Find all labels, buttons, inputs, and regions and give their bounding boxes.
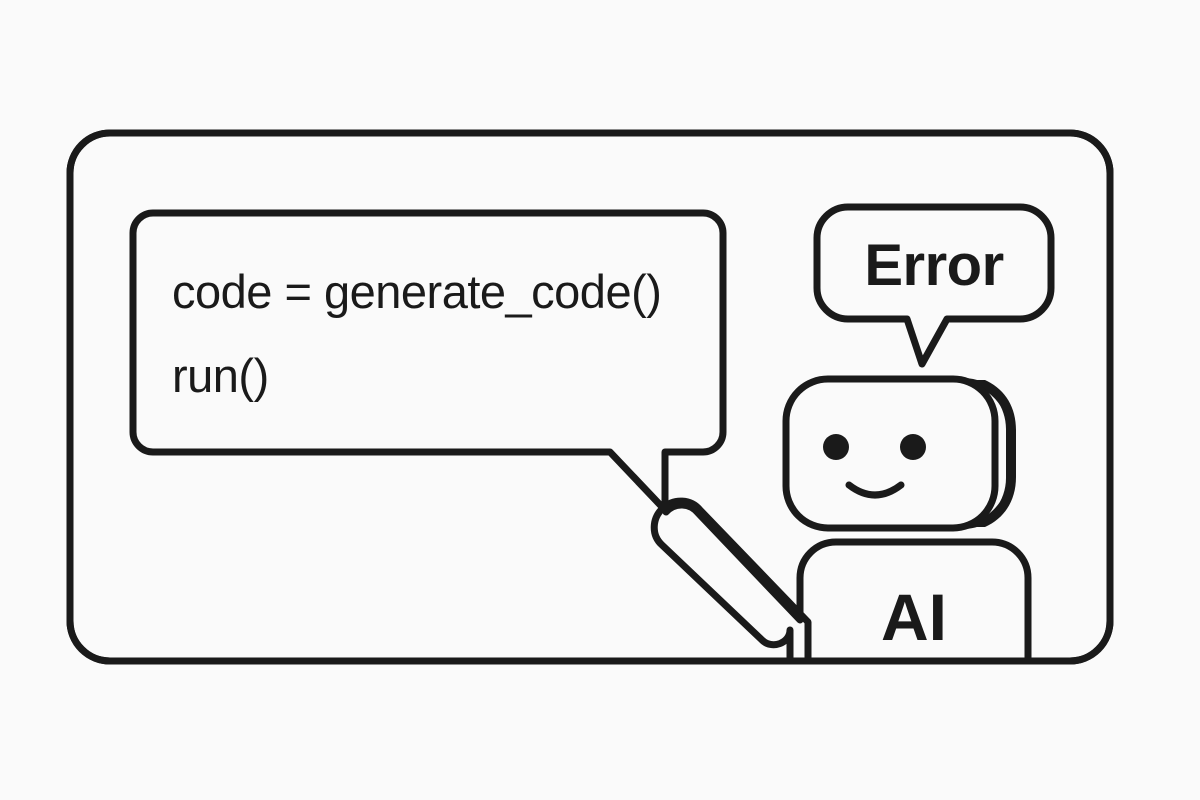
- robot-body-label: AI: [881, 580, 947, 654]
- code-line-1: code = generate_code(): [172, 265, 661, 318]
- code-speech-bubble: [129, 209, 727, 514]
- smile-icon: [845, 481, 905, 499]
- error-label: Error: [864, 233, 1003, 298]
- code-line-2: run(): [172, 349, 269, 402]
- left-eye-icon: [823, 434, 849, 460]
- error-speech-bubble: [813, 203, 1055, 368]
- arm-upper-edge: [662, 501, 804, 624]
- robot-arm: [650, 497, 812, 661]
- right-eye-icon: [900, 434, 926, 460]
- robot-head: [782, 375, 999, 532]
- outer-panel-border: [66, 129, 1114, 665]
